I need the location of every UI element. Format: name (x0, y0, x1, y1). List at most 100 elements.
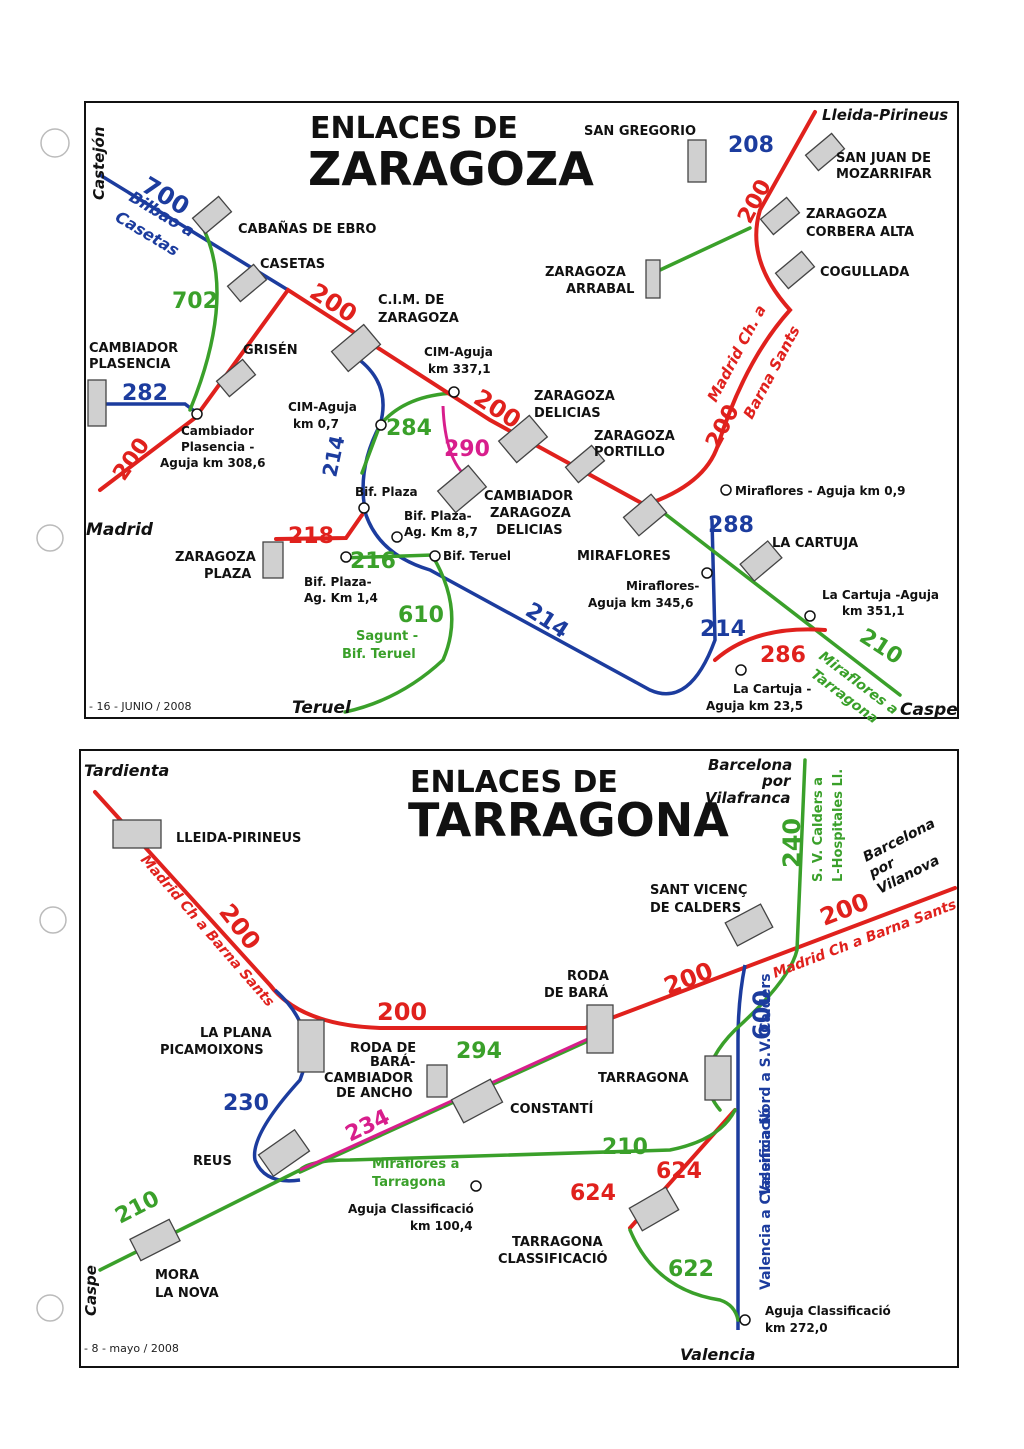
label-bcn-vila-1: Barcelona (708, 756, 792, 774)
junction-miraf345-1: Miraflores- (626, 579, 699, 593)
station-corbera-2: CORBERA ALTA (806, 225, 914, 240)
tarragona-frame (79, 749, 959, 1368)
line-702 (188, 230, 219, 412)
zgz-footer: - 16 - JUNIO / 2008 (89, 700, 192, 713)
junction-bifplaza-14-1: Bif. Plaza- (304, 575, 372, 589)
tgn-title-line1: ENLACES DE (410, 765, 618, 800)
station-cogullada: COGULLADA (820, 265, 909, 280)
junction-cartuja235-2: Aguja km 23,5 (706, 699, 803, 713)
label-tardienta: Tardienta (84, 761, 169, 780)
zgz-title-line2: ZARAGOZA (308, 142, 594, 196)
junction-aguja272-1: Aguja Classificació (765, 1304, 891, 1318)
label-teruel: Teruel (292, 698, 352, 718)
zgz-green-lines (188, 226, 902, 714)
station-cambiador-1: CAMBIADOR (89, 341, 178, 356)
route-240: 240 (778, 818, 806, 868)
line-600 (736, 964, 747, 1330)
line-arrabal (658, 226, 752, 272)
route-286: 286 (760, 643, 806, 668)
label-caspe-tgn: Caspe (82, 1265, 100, 1316)
junction-cartuja351-2: km 351,1 (842, 604, 905, 618)
label-svcalders-1: S. V. Calders a (811, 777, 826, 882)
station-arrabal-1: ZARAGOZA (545, 265, 626, 280)
tgn-title-line2: TARRAGONA (408, 793, 729, 847)
station-rodacamb-2: BARÁ- (370, 1054, 415, 1070)
station-cim-2: ZARAGOZA (378, 311, 459, 326)
line-200-main (98, 110, 817, 508)
station-constanti: CONSTANTÍ (510, 1101, 594, 1117)
binder-hole (40, 128, 70, 158)
station-cabanas: CABAÑAS DE EBRO (238, 221, 376, 237)
station-san-juan-2: MOZARRIFAR (836, 167, 932, 182)
route-218: 218 (288, 524, 334, 549)
station-sant-vicenc-2: DE CALDERS (650, 901, 741, 916)
station-portillo-1: ZARAGOZA (594, 429, 675, 444)
route-214-c: 214 (700, 617, 746, 642)
label-castejon: Castejón (90, 126, 108, 200)
junction-miraf-aguja: Miraflores - Aguja km 0,9 (735, 484, 905, 498)
route-230: 230 (223, 1091, 269, 1116)
route-624-a: 624 (656, 1159, 702, 1184)
junction-aguja100-1: Aguja Classificació (348, 1202, 474, 1216)
label-sagunt-2: Bif. Teruel (342, 647, 416, 662)
station-plaza-2: PLAZA (204, 567, 251, 582)
station-cartuja: LA CARTUJA (772, 536, 858, 551)
binder-hole (39, 906, 67, 934)
zgz-stations (87, 132, 846, 582)
label-miraflores-tgn-2: Tarragona (372, 1175, 446, 1190)
station-rodacamb-3: CAMBIADOR (324, 1071, 413, 1086)
line-294 (298, 1038, 592, 1174)
label-valencia: Valencia (680, 1345, 755, 1364)
route-284: 284 (386, 416, 432, 441)
station-reus: REUS (193, 1154, 232, 1169)
label-bcn-vila-3: Vilafranca (705, 789, 791, 807)
zaragoza-diagram: ENLACES DE ZARAGOZA Castejón Bilbao a Ca… (84, 101, 959, 727)
label-miraflores-tgn-1: Miraflores a (372, 1157, 459, 1172)
tgn-stations (112, 819, 774, 1262)
station-grisen: GRISÉN (243, 342, 298, 358)
line-210 (658, 508, 902, 697)
station-cambdel-1: CAMBIADOR (484, 489, 573, 504)
zgz-red-lines (98, 110, 827, 662)
zgz-junctions (191, 386, 816, 676)
station-cambdel-3: DELICIAS (496, 523, 563, 538)
route-288: 288 (708, 513, 754, 538)
line-218 (274, 513, 364, 541)
route-600: 600 (748, 990, 776, 1040)
junction-miraf345-2: Aguja km 345,6 (588, 596, 693, 610)
tgn-footer: - 8 - mayo / 2008 (84, 1342, 179, 1355)
label-madrid: Madrid (86, 520, 154, 540)
station-delicias-1: ZARAGOZA (534, 389, 615, 404)
station-rodacamb-4: DE ANCHO (336, 1086, 413, 1101)
label-sagunt-1: Sagunt - (356, 629, 418, 644)
junction-cimaguja-b1: CIM-Aguja (288, 400, 357, 414)
station-lleida: LLEIDA-PIRINEUS (176, 831, 301, 846)
binder-hole (36, 1294, 64, 1322)
route-702: 702 (172, 289, 218, 314)
station-class-1: TARRAGONA (512, 1235, 603, 1250)
station-sant-vicenc-1: SANT VICENÇ (650, 883, 747, 898)
label-svcalders-2: L-Hospitales Ll. (831, 769, 846, 882)
junction-cimaguja-a1: CIM-Aguja (424, 345, 493, 359)
label-lleida: Lleida-Pirineus (822, 106, 948, 124)
route-216: 216 (350, 549, 396, 574)
station-mora-2: LA NOVA (155, 1286, 219, 1301)
zgz-title-line1: ENLACES DE (310, 111, 518, 146)
station-miraflores: MIRAFLORES (577, 549, 671, 564)
station-san-juan-1: SAN JUAN DE (836, 151, 931, 166)
station-mora-1: MORA (155, 1268, 199, 1283)
route-200-mid-tgn: 200 (377, 998, 427, 1026)
station-arrabal-2: ARRABAL (566, 282, 634, 297)
junction-cartuja235-1: La Cartuja - (733, 682, 811, 696)
label-valencia-class: Valencia a Classificació (758, 1107, 774, 1290)
junction-bifteruel: Bif. Teruel (443, 549, 511, 563)
station-roda-2: DE BARÁ (544, 985, 608, 1001)
label-bcn-vila-2: por (761, 772, 792, 790)
junction-cambplas-1: Cambiador (181, 424, 254, 438)
line-286 (713, 627, 827, 662)
route-208: 208 (728, 133, 774, 158)
junction-cambplas-3: Aguja km 308,6 (160, 456, 265, 470)
station-delicias-2: DELICIAS (534, 406, 601, 421)
route-294: 294 (456, 1039, 502, 1064)
station-class-2: CLASSIFICACIÓ (498, 1251, 608, 1267)
